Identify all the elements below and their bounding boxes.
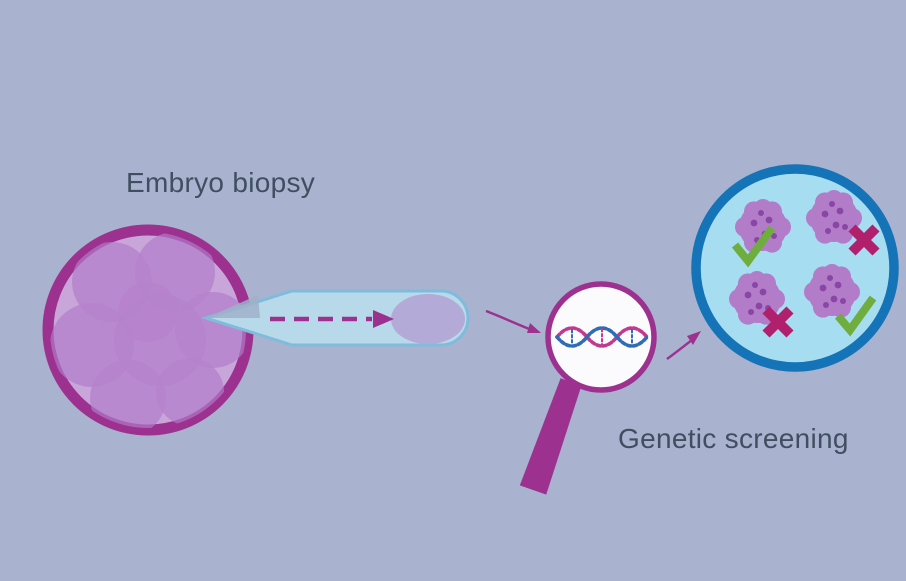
check-icon: [834, 295, 877, 337]
check-icon: [731, 225, 776, 268]
magnifier-icon: [519, 281, 657, 495]
embryo-icon: [42, 224, 254, 436]
results-dish: [691, 164, 899, 372]
screening-results-circle: [691, 164, 899, 372]
pipette-tip: [206, 295, 260, 318]
genetic-screening-label: Genetic screening: [618, 423, 849, 454]
arrow-right-icon: [485, 309, 541, 333]
extracted-cell: [391, 294, 465, 344]
embryo-cells: [50, 232, 246, 428]
arrow-right-icon: [666, 331, 701, 360]
cross-icon: [848, 224, 880, 256]
dna-helix-icon: [555, 326, 649, 348]
magnifier-lens: [545, 281, 657, 393]
embryo-biopsy-label: Embryo biopsy: [126, 167, 316, 198]
pipette-direction-arrow: [270, 310, 394, 328]
pipette-icon: [200, 289, 470, 347]
cross-icon: [762, 306, 794, 338]
magnifier-handle: [519, 378, 582, 495]
